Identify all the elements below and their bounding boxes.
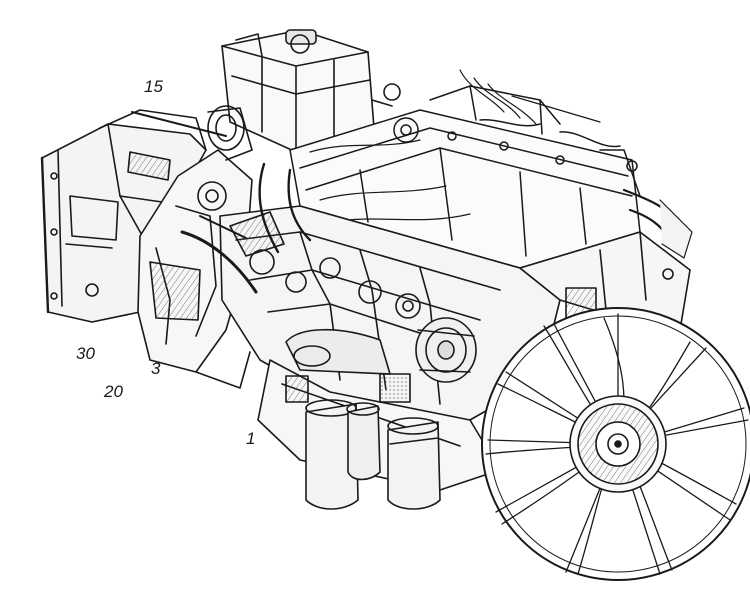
callout-label: 15 [144,77,163,96]
expansion-tank [221,29,401,153]
callout-label: 3 [151,359,161,378]
callout-label: 1 [246,429,256,448]
intake-elbow [207,105,253,161]
callout-label: 20 [104,382,123,401]
oil-filters [305,373,441,510]
gearbox-housing [40,109,227,323]
fuel-lines [309,69,693,259]
flywheel-housing [137,149,253,389]
alternator [415,317,477,383]
fan-clutch [569,395,667,493]
callout-label: 30 [76,344,95,363]
